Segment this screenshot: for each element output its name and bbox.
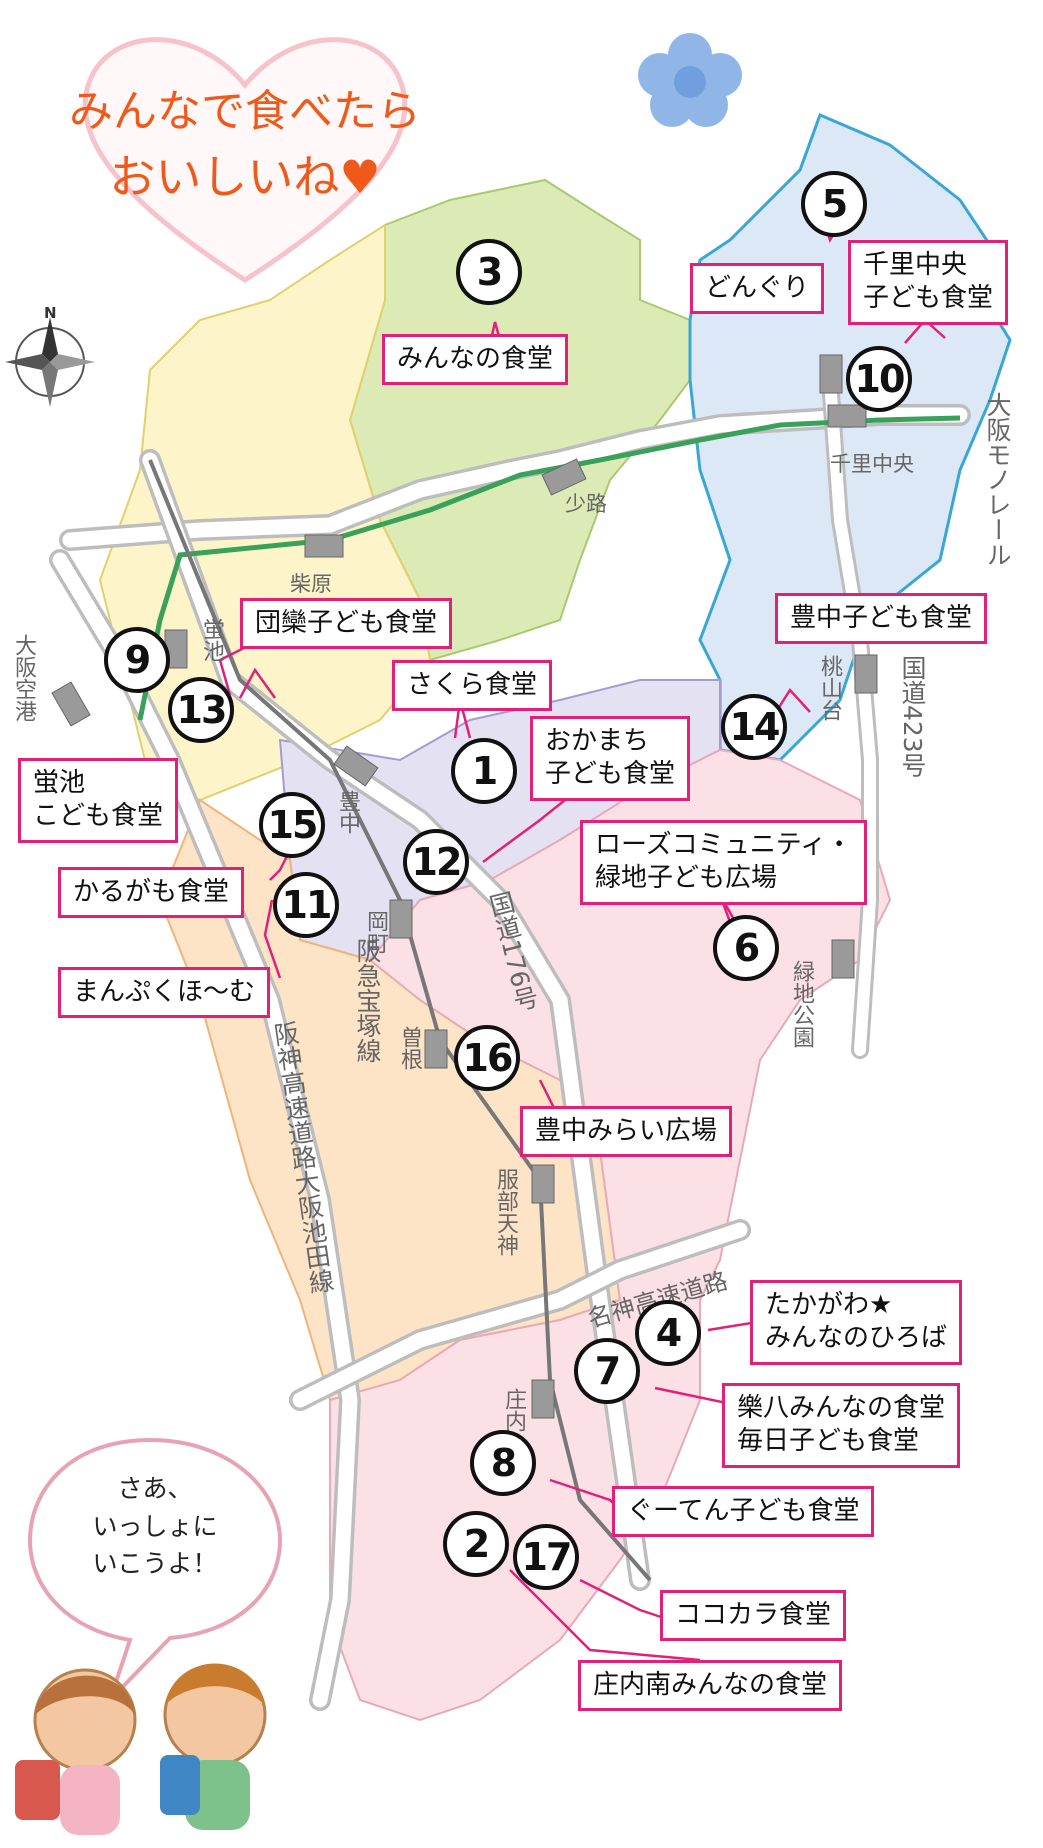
marker-11[interactable]: 11 <box>273 872 339 938</box>
station-toyonaka: 豊中 <box>335 790 360 834</box>
label-9[interactable]: 蛍池 こども食堂 <box>18 758 179 843</box>
label-12[interactable]: おかまち 子ども食堂 <box>530 716 691 801</box>
station-hotarugaike: 蛍池 <box>199 618 224 662</box>
label-17[interactable]: ココカラ食堂 <box>660 1590 847 1642</box>
label-12-line1: おかまち <box>545 726 650 756</box>
station-shonai: 庄内 <box>501 1388 526 1432</box>
monorail-line <box>137 415 961 721</box>
label-5[interactable]: どんぐり <box>690 263 825 315</box>
route-423: 国道423号 <box>898 655 927 778</box>
compass-north-label: N <box>44 304 57 322</box>
marker-10[interactable]: 10 <box>846 346 912 412</box>
speech-line2: いっしょに <box>92 1511 218 1541</box>
label-6-line1: ローズコミュニティ・ <box>595 830 853 860</box>
marker-13[interactable]: 13 <box>168 677 234 743</box>
station-markers <box>51 354 878 1419</box>
label-4[interactable]: たかがわ★ みんなのひろば <box>750 1280 963 1365</box>
children-illustration <box>15 1663 267 1835</box>
label-12-line2: 子ども食堂 <box>545 759 676 790</box>
label-10[interactable]: 千里中央 子ども食堂 <box>848 240 1009 325</box>
map-title-line1: みんなで食べたら <box>69 86 421 137</box>
marker-2[interactable]: 2 <box>443 1511 509 1577</box>
marker-12[interactable]: 12 <box>403 829 469 895</box>
heart-frame <box>82 37 408 283</box>
label-7-line1: 樂八みんなの食堂 <box>737 1393 946 1423</box>
route-monorail: 大阪モノレール <box>983 392 1012 567</box>
label-14[interactable]: 豊中子ども食堂 <box>775 593 988 645</box>
label-7[interactable]: 樂八みんなの食堂 毎日子ども食堂 <box>722 1383 961 1468</box>
marker-6[interactable]: 6 <box>713 915 779 981</box>
marker-9[interactable]: 9 <box>104 627 170 693</box>
compass-icon <box>5 317 95 407</box>
marker-8[interactable]: 8 <box>470 1430 536 1496</box>
speech-line3: いこうよ！ <box>92 1549 218 1578</box>
label-4-line1: たかがわ★ <box>765 1290 893 1320</box>
station-ryokuchi-koen: 緑地公園 <box>789 960 814 1048</box>
label-7-line2: 毎日子ども食堂 <box>737 1426 920 1457</box>
label-6[interactable]: ローズコミュニティ・ 緑地子ども広場 <box>580 820 868 905</box>
marker-16[interactable]: 16 <box>454 1025 520 1091</box>
label-6-line2: 緑地子ども広場 <box>595 863 778 894</box>
label-11[interactable]: まんぷくほ〜む <box>58 967 271 1019</box>
station-hattori-tenjin: 服部天神 <box>493 1168 518 1256</box>
label-3[interactable]: みんなの食堂 <box>382 334 569 386</box>
station-senri-chuo: 千里中央 <box>830 452 914 476</box>
station-sone: 曽根 <box>397 1026 422 1070</box>
map-title: みんなで食べたら おいしいね♥ <box>60 80 430 210</box>
marker-15[interactable]: 15 <box>259 792 325 858</box>
station-momoyamadai: 桃山台 <box>817 655 842 721</box>
marker-1[interactable]: 1 <box>451 738 517 804</box>
label-2[interactable]: 庄内南みんなの食堂 <box>578 1660 843 1712</box>
label-8[interactable]: ぐーてん子ども食堂 <box>612 1486 875 1538</box>
marker-17[interactable]: 17 <box>513 1524 579 1590</box>
station-osaka-airport: 大阪空港 <box>11 634 36 722</box>
flower-decoration <box>638 33 742 127</box>
label-13[interactable]: 団欒子ども食堂 <box>240 598 453 650</box>
marker-14[interactable]: 14 <box>721 694 787 760</box>
label-15[interactable]: かるがも食堂 <box>58 867 245 919</box>
station-shoji: 少路 <box>565 492 607 516</box>
speech-bubble <box>27 1437 283 1702</box>
speech-line1: さあ、 <box>117 1474 193 1503</box>
label-16[interactable]: 豊中みらい広場 <box>520 1106 733 1158</box>
label-10-line2: 子ども食堂 <box>863 283 994 314</box>
marker-7[interactable]: 7 <box>574 1338 640 1404</box>
map-title-line2: おいしいね♥ <box>109 149 381 204</box>
label-4-line2: みんなのひろば <box>765 1323 948 1354</box>
marker-4[interactable]: 4 <box>635 1300 701 1366</box>
station-okamachi: 岡町 <box>363 910 388 954</box>
speech-text: さあ、 いっしょに いこうよ！ <box>45 1470 265 1583</box>
marker-5[interactable]: 5 <box>801 171 867 237</box>
station-shibahara: 柴原 <box>290 572 332 596</box>
label-9-line2: こども食堂 <box>33 801 164 832</box>
route-hankyu: 阪急宝塚線 <box>353 938 382 1063</box>
label-10-line1: 千里中央 <box>863 250 968 280</box>
label-1[interactable]: さくら食堂 <box>392 660 553 712</box>
label-9-line1: 蛍池 <box>33 768 86 798</box>
marker-3[interactable]: 3 <box>456 239 522 305</box>
